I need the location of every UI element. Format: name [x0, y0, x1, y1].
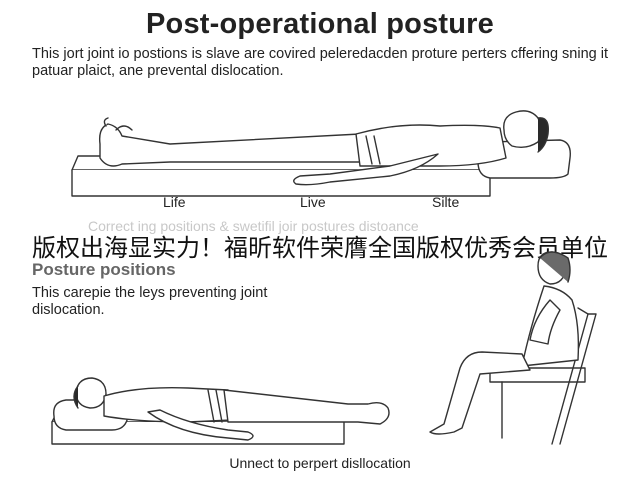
legs-seated [429, 351, 531, 435]
arm-seated [529, 299, 561, 345]
seated-figure [429, 251, 597, 445]
supine-figure-bottom [51, 377, 390, 445]
head-bottom [75, 377, 107, 409]
legs-bottom [223, 389, 390, 425]
top-label-3: Silte [432, 194, 460, 210]
bottom-caption: Unnect to perpert dislloсation [229, 455, 411, 471]
section-title: Posture positions [32, 260, 176, 279]
head-top [503, 110, 542, 149]
supine-figure-top [71, 110, 571, 197]
top-label-1: Life [163, 194, 186, 210]
intro-text: This jort joint io postions is slave are… [32, 46, 608, 79]
faded-caption: Correct ing positions & swetifil joir po… [88, 218, 419, 234]
arm-top [293, 153, 439, 186]
section-text: This carepie the leys preventing joint d… [32, 285, 268, 318]
top-label-2: Live [300, 194, 326, 210]
arm-bottom [147, 409, 254, 441]
watermark-banner: 版权出海显实力！福昕软件荣膺全国版权优秀会员单位 [32, 234, 608, 262]
torso-top [355, 124, 507, 167]
legs-top [98, 123, 365, 167]
page-title: Post-operational posture [146, 8, 494, 40]
